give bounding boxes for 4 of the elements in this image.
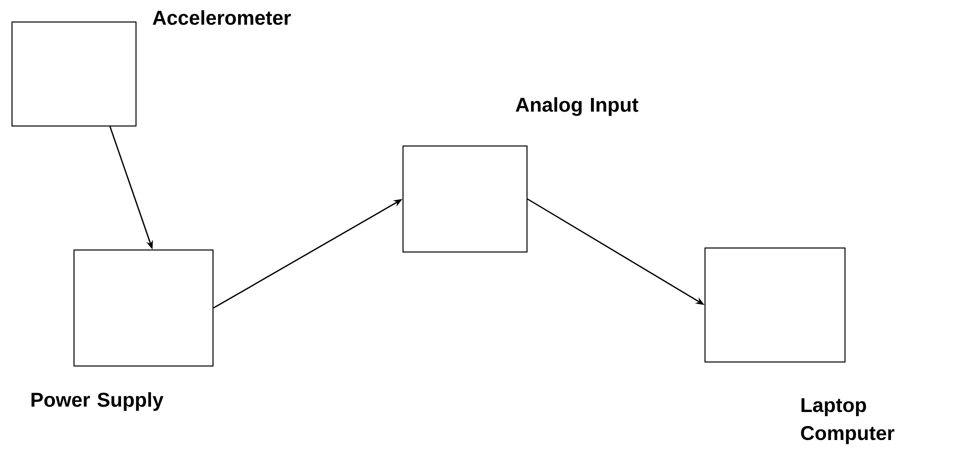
box-label: Power Supply [32,392,164,411]
box-label: Laptop Computer [801,398,894,444]
box-label: Analog Input [516,97,638,116]
box-label: Accelerometer [152,10,291,25]
